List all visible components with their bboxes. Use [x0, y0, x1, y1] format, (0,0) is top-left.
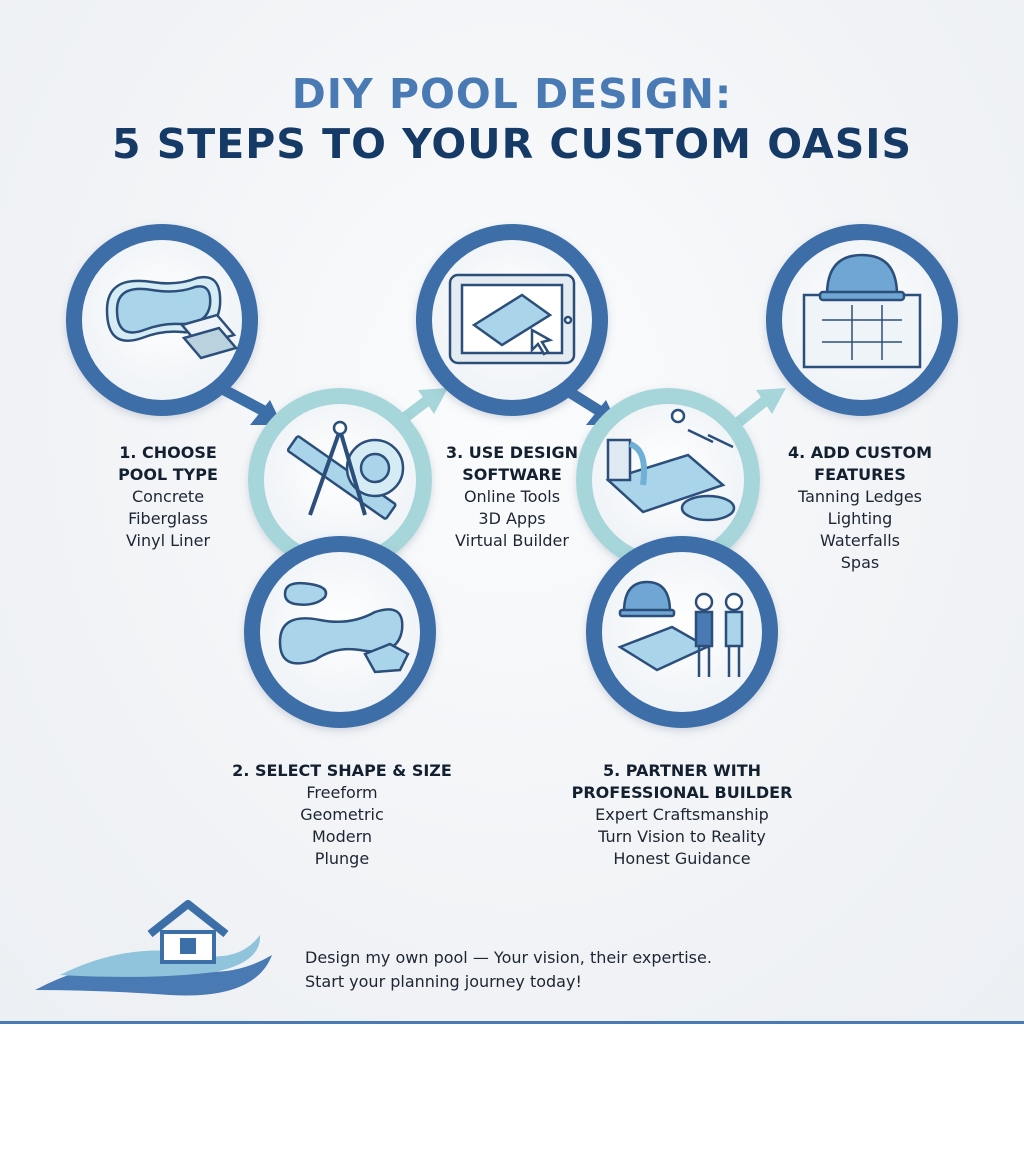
step-5-label: 5. PARTNER WITH PROFESSIONAL BUILDER Exp…: [572, 760, 793, 870]
step-5-item-3: Honest Guidance: [613, 849, 751, 868]
step-3-item-1: Online Tools: [463, 487, 561, 506]
step-2-heading: 2. SELECT SHAPE & SIZE: [232, 761, 452, 780]
step-1-item-1: Concrete: [131, 487, 205, 506]
compass-ruler-icon: [286, 420, 405, 520]
pool-materials-icon: [105, 275, 239, 360]
step-2-item-2: Geometric: [300, 805, 384, 824]
step-3-heading: 3. USE DESIGN SOFTWARE: [445, 443, 579, 484]
hardhat-blueprint-icon: [802, 253, 922, 369]
step-1-item-2: Fiberglass: [128, 509, 208, 528]
step-5-item-1: Expert Craftsmanship: [595, 805, 769, 824]
house-wave-logo-icon: [35, 900, 272, 996]
footer-line-2: Start your planning journey today!: [305, 972, 582, 991]
step-3-item-3: Virtual Builder: [455, 531, 569, 550]
step-1-label: 1. CHOOSE POOL TYPE Concrete Fiberglass …: [118, 442, 218, 552]
step-2-item-3: Modern: [311, 827, 373, 846]
infographic-panel: [0, 0, 1024, 1024]
step-4-item-4: Spas: [840, 553, 880, 572]
step-5-item-2: Turn Vision to Reality: [598, 827, 766, 846]
step-2-item-1: Freeform: [306, 783, 378, 802]
step-4-label: 4. ADD CUSTOM FEATURES Tanning Ledges Li…: [788, 442, 932, 574]
step-4-heading: 4. ADD CUSTOM FEATURES: [788, 443, 932, 484]
step-2-label: 2. SELECT SHAPE & SIZE Freeform Geometri…: [232, 760, 452, 870]
step-3-item-2: 3D Apps: [478, 509, 546, 528]
footer-line-1: Design my own pool — Your vision, their …: [305, 948, 712, 967]
step-4-item-2: Lighting: [827, 509, 893, 528]
step-4-item-1: Tanning Ledges: [797, 487, 922, 506]
step-4-item-3: Waterfalls: [820, 531, 900, 550]
title-line-1: DIY POOL DESIGN:: [291, 70, 733, 118]
arrow-step4-to-step5: [729, 388, 786, 431]
footer-tagline: Design my own pool — Your vision, their …: [305, 946, 712, 994]
step-5-heading: 5. PARTNER WITH PROFESSIONAL BUILDER: [571, 761, 793, 802]
step-3-label: 3. USE DESIGN SOFTWARE Online Tools 3D A…: [446, 442, 578, 552]
pool-shapes-icon: [278, 581, 410, 674]
title-line-2: 5 STEPS TO YOUR CUSTOM OASIS: [111, 120, 913, 168]
step-1-item-3: Vinyl Liner: [125, 531, 211, 550]
step-1-heading: 1. CHOOSE POOL TYPE: [118, 443, 218, 484]
builder-handshake-icon: [617, 580, 744, 677]
tablet-design-icon: [448, 273, 576, 365]
waterfall-pool-icon: [605, 408, 736, 522]
step-2-item-4: Plunge: [314, 849, 370, 868]
